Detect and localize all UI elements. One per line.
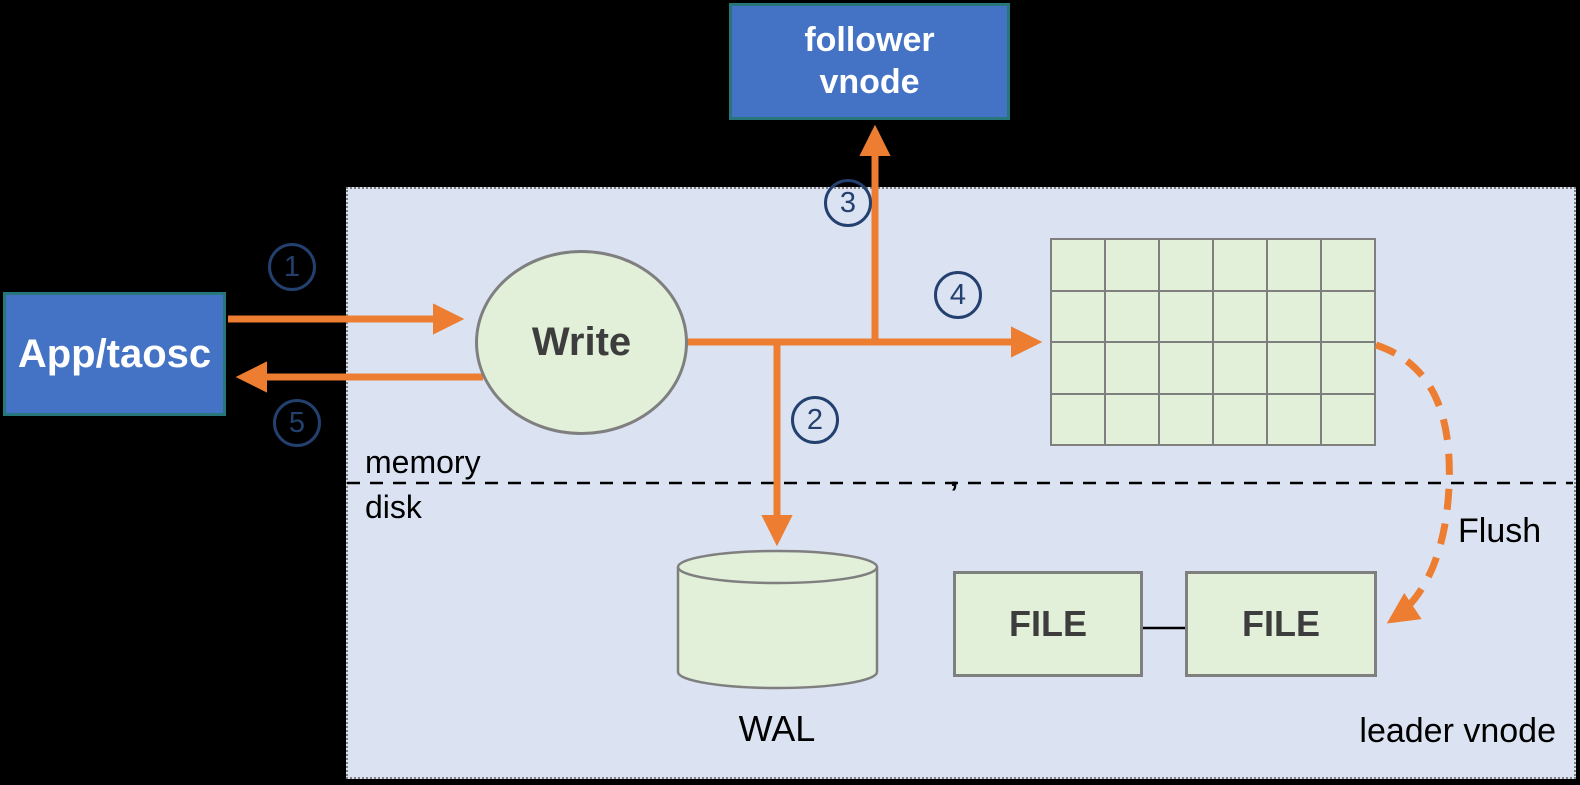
memtable-cell [1160,343,1212,393]
memtable-cell [1160,291,1212,341]
file-left-label: FILE [1009,603,1087,644]
step-1-number: 1 [283,250,301,283]
file-node-right: FILE [1185,571,1377,677]
follower-vnode-label: follower vnode [804,21,935,101]
memtable-cell [1052,394,1104,444]
step-4-badge: 4 [934,271,982,319]
memtable-cell [1322,291,1374,341]
memtable-cell [1268,394,1320,444]
memtable-cell [1106,343,1158,393]
memtable-cell [1214,240,1266,290]
memtable-grid [1050,238,1376,446]
memtable-cell [1106,394,1158,444]
step-1-badge: 1 [268,243,316,291]
memtable-cell [1268,240,1320,290]
memtable-cell [1322,343,1374,393]
leader-vnode-label: leader vnode [1359,712,1556,750]
memtable-cell [1214,394,1266,444]
write-node: Write [475,250,688,435]
step-2-badge: 2 [791,396,839,444]
write-label: Write [531,320,632,364]
step-3-badge: 3 [824,179,872,227]
disk-label: disk [365,489,422,525]
memtable-cell [1268,291,1320,341]
step-4-number: 4 [949,278,967,311]
memtable-cell [1214,291,1266,341]
divider-comma-mark: , [950,460,959,493]
step-5-number: 5 [288,406,306,439]
app-taosc-label: App/taosc [17,331,212,376]
memtable-cell [1160,394,1212,444]
file-right-label: FILE [1242,603,1320,644]
file-node-left: FILE [953,571,1143,677]
memtable-cell [1052,291,1104,341]
app-taosc-node: App/taosc [3,292,226,416]
memtable-cell [1106,291,1158,341]
memtable-cell [1268,343,1320,393]
memtable-cell [1052,240,1104,290]
memtable-cell [1106,240,1158,290]
step-3-number: 3 [839,186,857,219]
memtable-cell [1322,394,1374,444]
follower-vnode-node: follower vnode [729,3,1010,120]
memtable-cell [1160,240,1212,290]
memory-label: memory [365,444,481,480]
memtable-cell [1214,343,1266,393]
flush-label: Flush [1458,512,1542,550]
memtable-cell [1322,240,1374,290]
memtable-cell [1052,343,1104,393]
wal-label: WAL [738,708,816,749]
step-2-number: 2 [806,403,824,436]
step-5-badge: 5 [273,399,321,447]
